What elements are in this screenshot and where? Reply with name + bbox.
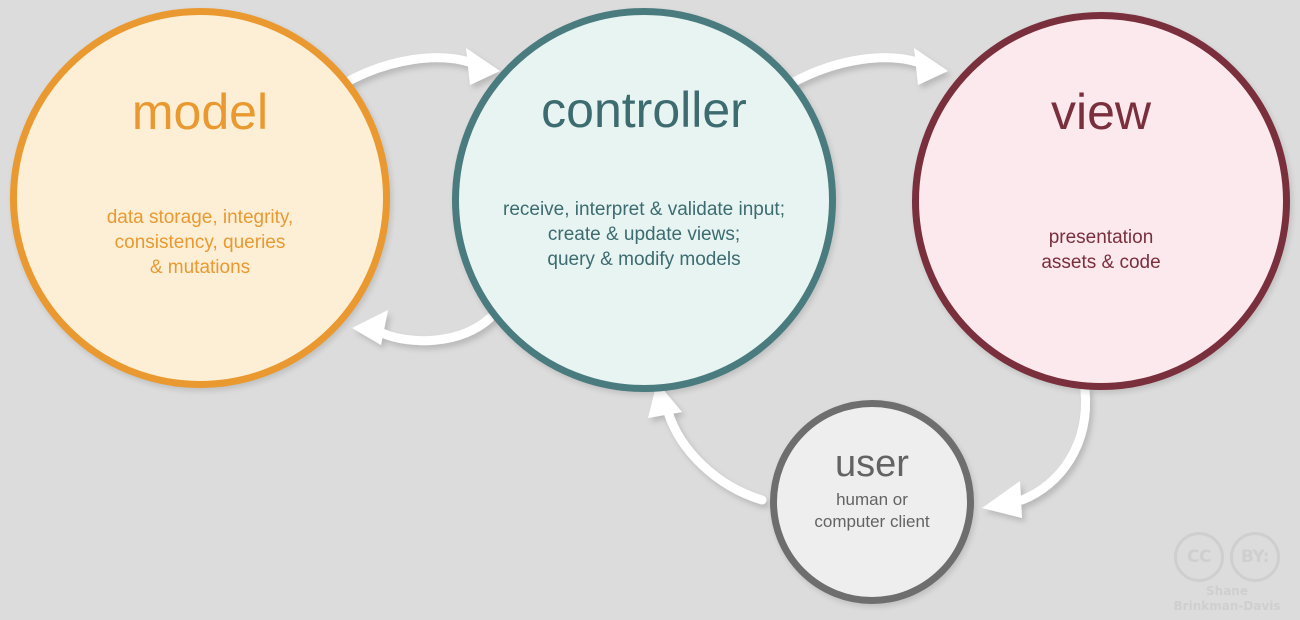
arrow-model-to-controller — [340, 48, 500, 88]
node-controller-desc-line-2: create & update views; — [547, 224, 741, 246]
node-model[interactable]: model data storage, integrity, consisten… — [10, 8, 390, 388]
node-model-description: data storage, integrity, consistency, qu… — [107, 205, 294, 280]
node-controller-description: receive, interpret & validate input; cre… — [503, 197, 785, 272]
node-controller-title: controller — [541, 82, 747, 138]
node-controller[interactable]: controller receive, interpret & validate… — [452, 8, 836, 392]
creative-commons-badge: CC BY: — [1162, 532, 1292, 582]
node-user-description: human or computer client — [814, 489, 929, 534]
arrow-user-to-controller — [648, 382, 767, 505]
node-model-title: model — [131, 84, 269, 140]
node-user-title: user — [835, 443, 909, 485]
node-controller-desc-line-1: receive, interpret & validate input; — [503, 199, 785, 220]
node-user-desc-line-2: computer client — [814, 512, 930, 532]
arrow-controller-to-model — [352, 310, 495, 346]
attribution-block: CC BY: Shane Brinkman-Davis — [1162, 532, 1292, 614]
cc-icon: CC — [1174, 532, 1224, 582]
node-view-desc-line-1: presentation — [1048, 227, 1154, 248]
node-view-description: presentation assets & code — [1041, 225, 1160, 275]
node-model-desc-line-3: & mutations — [149, 257, 251, 279]
node-controller-desc-line-3: query & modify models — [547, 249, 741, 271]
arrow-controller-to-view — [787, 48, 948, 88]
node-model-desc-line-2: consistency, queries — [114, 232, 286, 254]
node-model-desc-line-1: data storage, integrity, — [106, 207, 294, 228]
author-last-name: Brinkman-Davis — [1173, 599, 1281, 613]
arrow-view-to-user — [982, 385, 1091, 518]
node-view-title: view — [1050, 84, 1152, 140]
node-user-desc-line-1: human or — [836, 490, 908, 509]
author-first-name: Shane — [1206, 584, 1248, 598]
node-user[interactable]: user human or computer client — [770, 400, 974, 604]
cc-by-icon: BY: — [1230, 532, 1280, 582]
node-view-desc-line-2: assets & code — [1041, 252, 1161, 274]
author-name: Shane Brinkman-Davis — [1162, 584, 1292, 614]
node-view[interactable]: view presentation assets & code — [912, 12, 1290, 390]
